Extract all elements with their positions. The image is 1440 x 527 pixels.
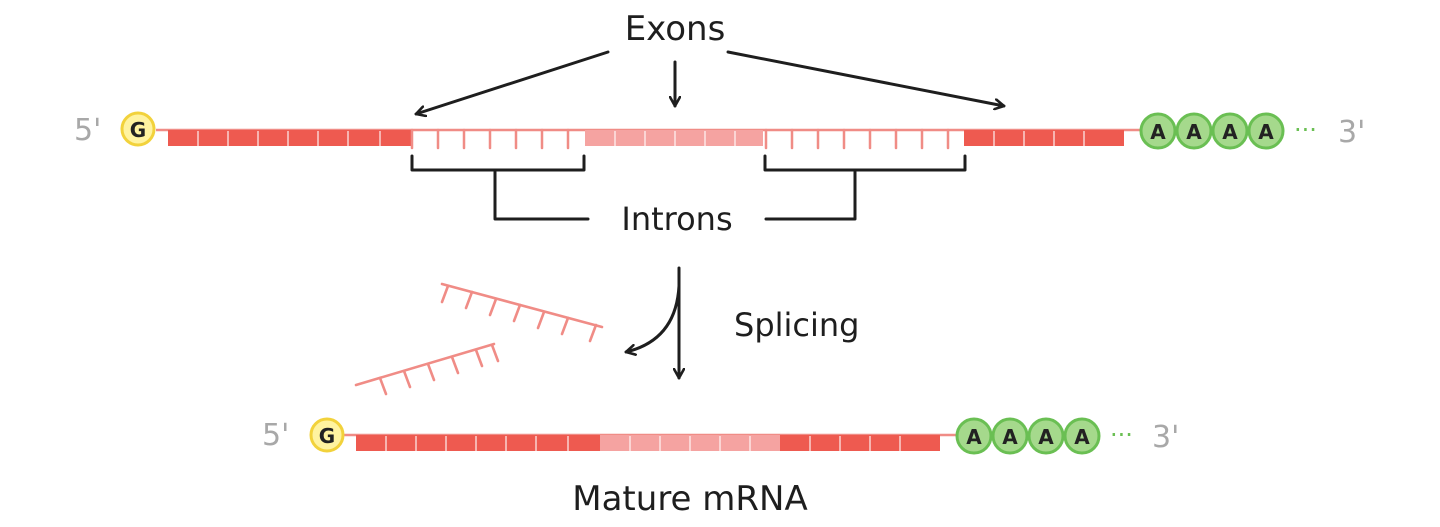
excised-intron-upper — [440, 282, 604, 343]
splicing-arrows — [624, 266, 681, 380]
intron-brackets — [410, 154, 967, 221]
intron-bracket-left — [410, 154, 586, 172]
mature-three-prime-label: 3' — [1152, 420, 1179, 455]
intron-bracket-right — [763, 154, 967, 172]
pre-mrna-poly-a-1: A — [1150, 120, 1166, 144]
pre-mrna-intron-1 — [410, 128, 570, 150]
pre-mrna-exon-3 — [964, 130, 1124, 146]
pre-mrna-exon-1 — [168, 130, 412, 146]
exon-arrow-left — [414, 50, 610, 114]
mature-poly-a-2: A — [1002, 425, 1018, 449]
mature-exon-3 — [780, 435, 940, 451]
mature-exon-1 — [356, 435, 600, 451]
mature-mrna-label: Mature mRNA — [572, 479, 807, 519]
pre-mrna-three-prime-label: 3' — [1338, 115, 1365, 150]
pre-mrna-strand: 5' — [74, 111, 1365, 150]
exon-arrow-right — [726, 50, 1006, 106]
pre-mrna-exon-2 — [585, 130, 763, 146]
pre-mrna-cap-letter: G — [130, 118, 146, 142]
mature-exon-2 — [600, 435, 780, 451]
mature-cap: G — [309, 417, 345, 453]
pre-mrna-ellipsis: ··· — [1294, 116, 1317, 144]
exon-arrows — [414, 50, 1006, 114]
pre-mrna-intron-2 — [764, 128, 950, 150]
mature-poly-a-3: A — [1038, 425, 1054, 449]
mature-poly-a-4: A — [1074, 425, 1090, 449]
mature-poly-a-1: A — [966, 425, 982, 449]
intron-connector-left — [493, 170, 590, 221]
mature-cap-letter: G — [319, 424, 335, 448]
mature-mrna-strand: 5' — [262, 417, 1179, 455]
pre-mrna-poly-a-2: A — [1186, 120, 1202, 144]
pre-mrna-poly-a-tail: A A A A — [1139, 112, 1285, 150]
intron-connector-right — [764, 170, 857, 221]
mature-five-prime-label: 5' — [262, 418, 289, 453]
introns-label: Introns — [621, 200, 732, 238]
mature-poly-a-tail: A A A A — [955, 417, 1101, 455]
pre-mrna-cap: G — [120, 111, 156, 147]
splicing-arrow-curve — [624, 284, 681, 352]
pre-mrna-five-prime-label: 5' — [74, 113, 101, 148]
splicing-label: Splicing — [734, 306, 859, 344]
excised-intron-lower — [354, 342, 500, 396]
exons-label: Exons — [625, 9, 726, 49]
pre-mrna-poly-a-4: A — [1258, 120, 1274, 144]
pre-mrna-poly-a-3: A — [1222, 120, 1238, 144]
mature-ellipsis: ··· — [1110, 421, 1133, 449]
